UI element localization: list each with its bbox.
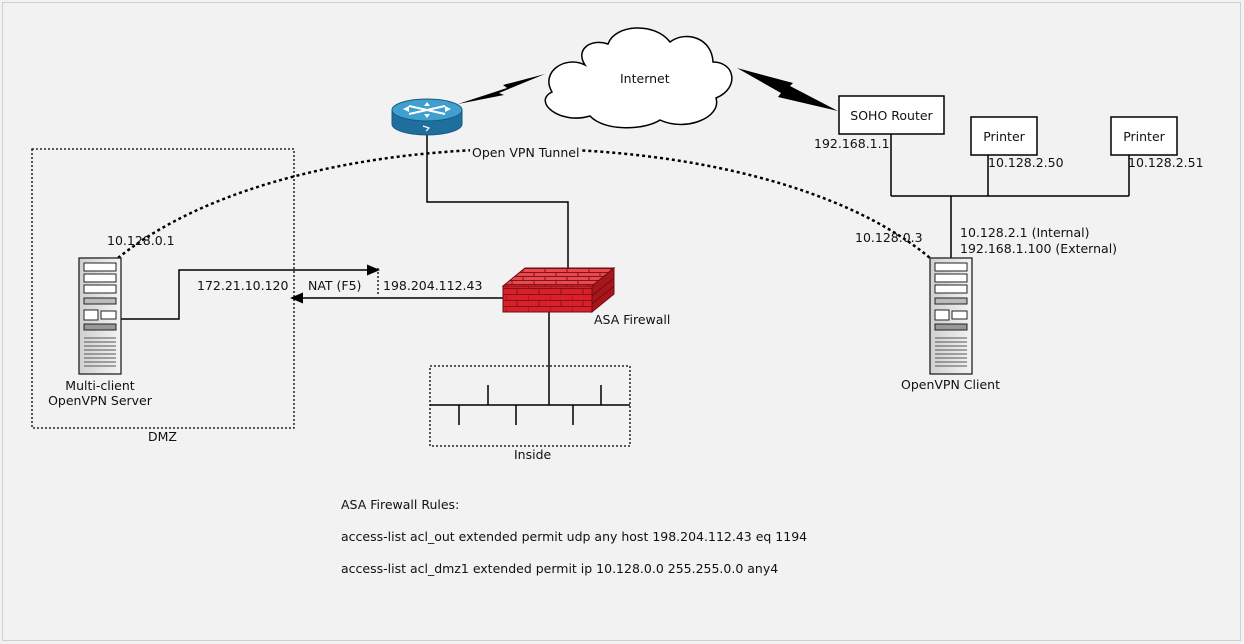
- vpn-tunnel-label: Open VPN Tunnel: [470, 145, 582, 160]
- client-label: OpenVPN Client: [901, 377, 1000, 392]
- printer-1-label: Printer: [983, 128, 1025, 144]
- asa-firewall-icon: [501, 266, 616, 314]
- server-label-line2: OpenVPN Server: [48, 393, 152, 408]
- inside-label: Inside: [514, 447, 552, 462]
- printer-2-ip: 10.128.2.51: [1128, 155, 1204, 170]
- firewall-rules: ASA Firewall Rules: access-list acl_out …: [341, 497, 807, 593]
- soho-router-ip: 192.168.1.1: [814, 136, 890, 151]
- soho-router-label: SOHO Router: [850, 107, 933, 123]
- client-external-ip: 192.168.1.100 (External): [960, 241, 1118, 256]
- nat-arrowhead-left: [290, 292, 303, 304]
- dmz-zone: [31, 148, 295, 429]
- printer-box-2: [1110, 116, 1178, 156]
- server-dmz-ip: 172.21.10.120: [197, 278, 289, 293]
- rules-title: ASA Firewall Rules:: [341, 497, 460, 512]
- internet-cloud: [544, 27, 733, 129]
- inside-network-bus: [430, 385, 630, 425]
- server-label-line1: Multi-client: [65, 378, 135, 393]
- firewall-label: ASA Firewall: [594, 312, 671, 327]
- nat-public-ip: 198.204.112.43: [383, 278, 483, 293]
- soho-lan: [890, 134, 1130, 258]
- wan-link-router: [458, 74, 545, 104]
- server-nat-link: [121, 269, 368, 320]
- internet-label: Internet: [620, 71, 670, 86]
- wan-link-soho: [737, 68, 838, 111]
- client-tunnel-ip: 10.128.0.3: [855, 230, 923, 245]
- client-internal-ip: 10.128.2.1 (Internal): [960, 225, 1090, 240]
- server-label: Multi-client OpenVPN Server: [30, 378, 170, 408]
- printer-box-1: [970, 116, 1038, 156]
- printer-1-ip: 10.128.2.50: [988, 155, 1064, 170]
- inside-zone: [429, 365, 631, 447]
- printer-2-label: Printer: [1123, 128, 1165, 144]
- vpn-tunnel-arc: [117, 147, 931, 259]
- nat-label: NAT (F5): [308, 278, 362, 293]
- rule-line-2: access-list acl_dmz1 extended permit ip …: [341, 561, 779, 576]
- client-tower-icon: [929, 257, 973, 375]
- server-tower-icon: [78, 257, 122, 375]
- nat-arrowhead-right: [367, 264, 380, 276]
- router-icon: [391, 98, 463, 136]
- dmz-label: DMZ: [148, 429, 177, 444]
- server-tunnel-ip: 10.128.0.1: [107, 233, 175, 248]
- router-firewall-link: [426, 134, 569, 268]
- rule-line-1: access-list acl_out extended permit udp …: [341, 529, 808, 544]
